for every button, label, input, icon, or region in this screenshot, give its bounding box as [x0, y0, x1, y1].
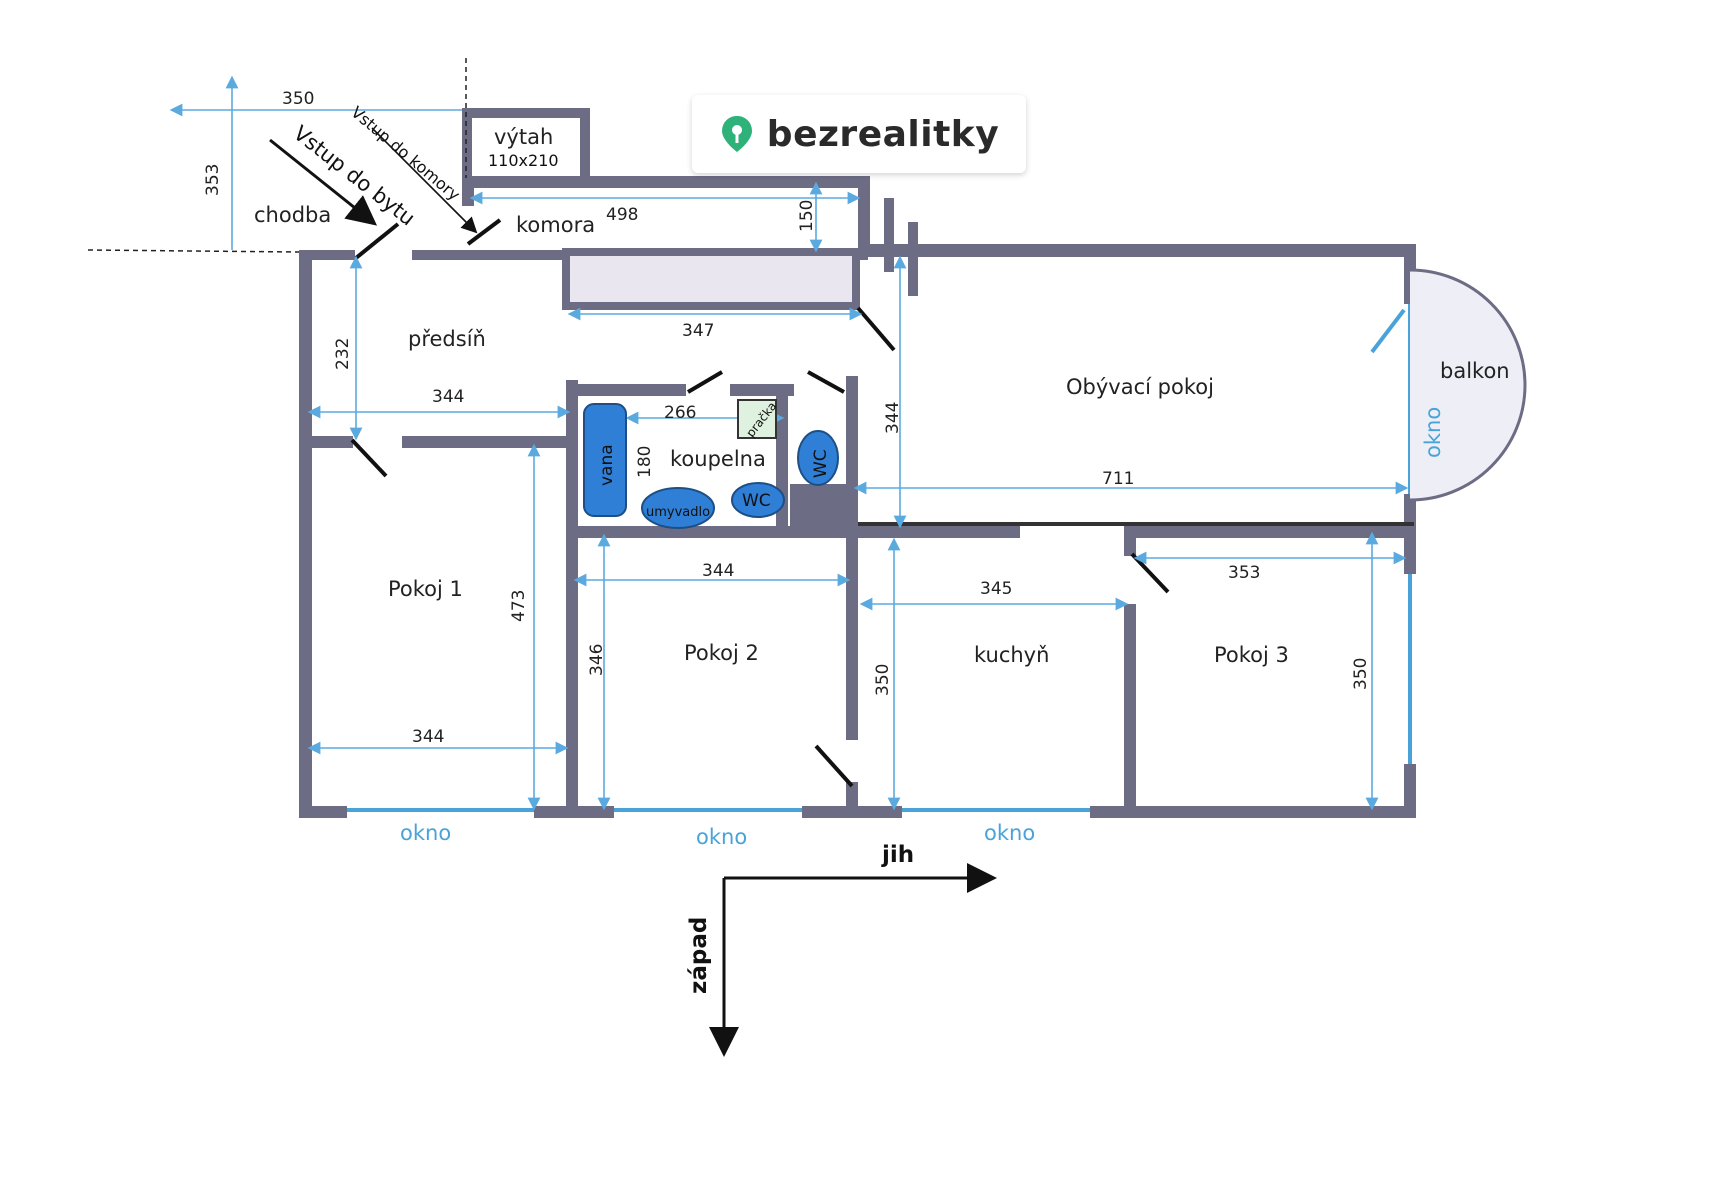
room-label-pokoj-3: Pokoj 3 [1214, 643, 1289, 667]
dim-346: 346 [587, 644, 607, 676]
dim-266: 266 [664, 403, 696, 423]
dim-344-pokoj-1: 344 [412, 727, 444, 747]
bathroom-fixtures [583, 399, 839, 529]
dim-498: 498 [606, 205, 638, 225]
windows [347, 304, 1412, 812]
fixture-label-vana: vana [597, 444, 617, 486]
balcony [1409, 268, 1527, 502]
dim-344-living: 344 [883, 402, 903, 434]
dim-180: 180 [635, 446, 655, 478]
dim-344-pokoj-2: 344 [702, 561, 734, 581]
toilet-separate [797, 430, 839, 486]
brand-logo: bezrealitky [692, 95, 1026, 173]
doors [350, 218, 1170, 788]
room-label-pokoj-1: Pokoj 1 [388, 577, 463, 601]
dim-347: 347 [682, 321, 714, 341]
washbasin [641, 487, 715, 529]
walls [299, 108, 1416, 818]
brand-name: bezrealitky [766, 113, 1000, 155]
dim-150: 150 [797, 200, 817, 232]
dim-350-top: 350 [282, 89, 314, 109]
dim-350-pokoj-3: 350 [1351, 658, 1371, 690]
room-label-obyvaci-pokoj: Obývací pokoj [1066, 375, 1214, 399]
window-label-kuchyn: okno [984, 821, 1035, 845]
room-label-balkon: balkon [1440, 359, 1510, 383]
washing-machine [737, 399, 777, 439]
fixture-label-umyvadlo: umyvadlo [646, 505, 710, 520]
dim-711: 711 [1102, 469, 1134, 489]
dim-353-pokoj-3: 353 [1228, 563, 1260, 583]
room-label-predsin: předsíň [408, 327, 486, 351]
room-label-vytah: výtah [494, 125, 553, 149]
bathtub [583, 403, 627, 517]
dim-473: 473 [509, 590, 529, 622]
dimension-lines [169, 75, 1409, 811]
room-label-chodba: chodba [254, 203, 331, 227]
fixture-label-wc: WC [811, 449, 831, 478]
room-label-komora: komora [516, 213, 595, 237]
entry-markers [87, 58, 478, 253]
window-label-pokoj-1: okno [400, 821, 451, 845]
fixture-label-wc-bath: WC [742, 491, 771, 511]
dim-344-hall: 344 [432, 387, 464, 407]
location-pin-icon [721, 116, 752, 152]
dim-350-kuchyn: 350 [873, 664, 893, 696]
dim-353-left: 353 [203, 164, 223, 196]
dim-232: 232 [333, 338, 353, 370]
compass [709, 863, 997, 1057]
compass-label-south: jih [881, 842, 914, 868]
room-label-kuchyn: kuchyň [974, 643, 1049, 667]
window-label-pokoj-2: okno [696, 825, 747, 849]
toilet-bath [731, 482, 785, 518]
dim-345: 345 [980, 579, 1012, 599]
room-label-pokoj-2: Pokoj 2 [684, 641, 759, 665]
room-label-koupelna: koupelna [670, 447, 766, 471]
window-label-obyvaci: okno [1421, 407, 1445, 458]
compass-label-west: západ [686, 917, 712, 994]
lift-size: 110x210 [488, 151, 559, 170]
